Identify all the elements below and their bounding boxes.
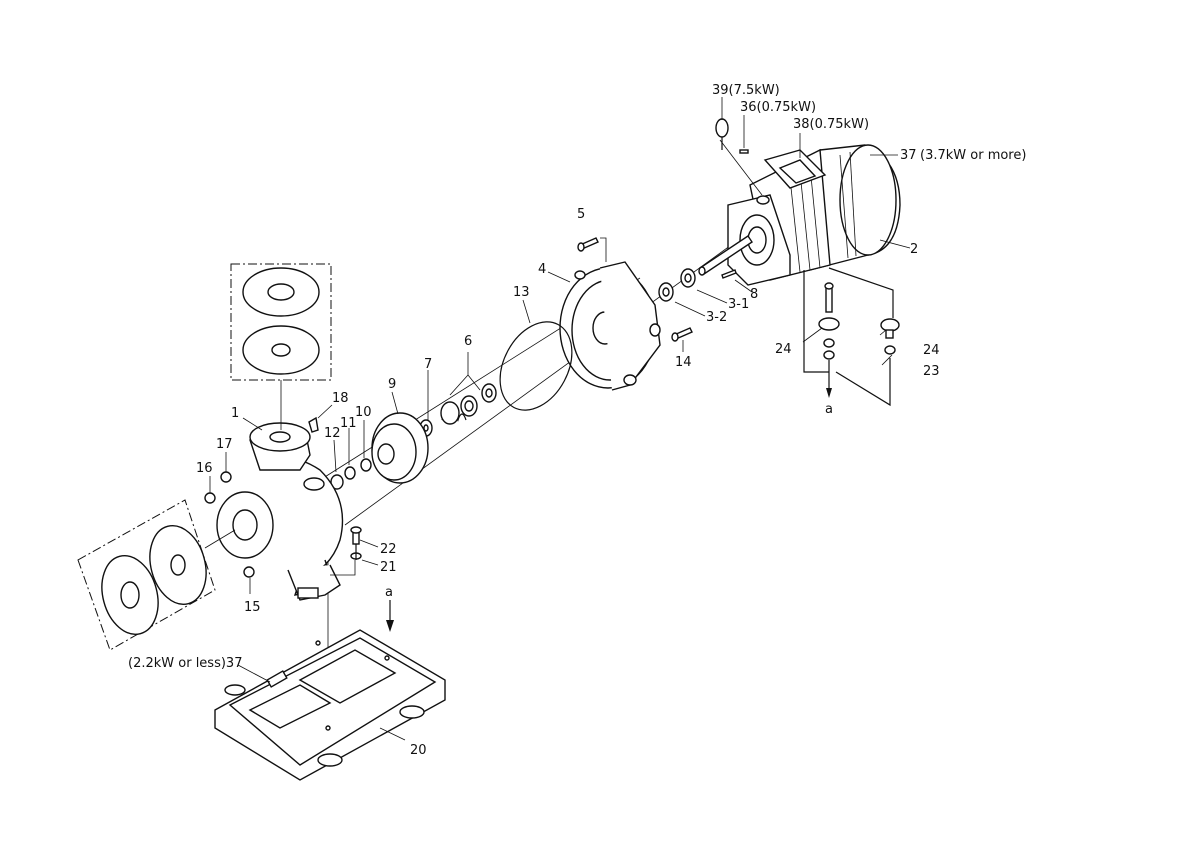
label-7: 7 (424, 357, 432, 372)
label-a-bottom: a (385, 585, 393, 600)
label-14: 14 (675, 355, 692, 370)
impeller (330, 412, 429, 490)
label-37-top-note: (3.7kW or more) (920, 148, 1026, 163)
arrow-a-bottom (386, 600, 394, 632)
label-1: 1 (231, 406, 239, 421)
label-15: 15 (244, 600, 261, 615)
motor (698, 118, 901, 286)
inlet-flange-group (77, 499, 236, 651)
leader-lines (209, 97, 911, 741)
label-4: 4 (538, 262, 546, 277)
label-37-top: 37 (900, 148, 917, 163)
label-3-1: 3-1 (728, 297, 749, 312)
label-a-top: a (825, 402, 833, 417)
label-24-right: 24 (923, 343, 940, 358)
label-23: 23 (923, 364, 940, 379)
label-2: 2 (910, 242, 918, 257)
label-21: 21 (380, 560, 397, 575)
casing-cover (559, 261, 661, 391)
label-18: 18 (332, 391, 349, 406)
pump-casing (204, 416, 344, 601)
label-9: 9 (388, 377, 396, 392)
label-24-left: 24 (775, 342, 792, 357)
mount-hardware (803, 267, 900, 407)
outlet-flange-group (230, 263, 332, 430)
base-plate (214, 629, 446, 781)
label-5: 5 (577, 207, 585, 222)
label-10: 10 (355, 405, 372, 420)
label-3-2: 3-2 (706, 310, 727, 325)
o-ring (499, 321, 573, 411)
label-36: 36(0.75kW) (740, 100, 816, 115)
callout-labels: 1 2 3-1 3-2 4 5 6 7 8 9 10 11 12 13 14 1… (128, 83, 1026, 758)
label-37-bottom: (2.2kW or less)37 (128, 656, 242, 671)
label-11: 11 (340, 416, 357, 431)
label-8: 8 (750, 287, 758, 302)
label-22: 22 (380, 542, 397, 557)
label-6: 6 (464, 334, 472, 349)
label-17: 17 (216, 437, 233, 452)
mechanical-seal (419, 383, 497, 437)
label-12: 12 (324, 426, 341, 441)
label-20: 20 (410, 743, 427, 758)
label-39: 39(7.5kW) (712, 83, 780, 98)
label-38: 38(0.75kW) (793, 117, 869, 132)
washers (658, 268, 696, 302)
label-13: 13 (513, 285, 530, 300)
label-16: 16 (196, 461, 213, 476)
bolts (350, 237, 693, 560)
